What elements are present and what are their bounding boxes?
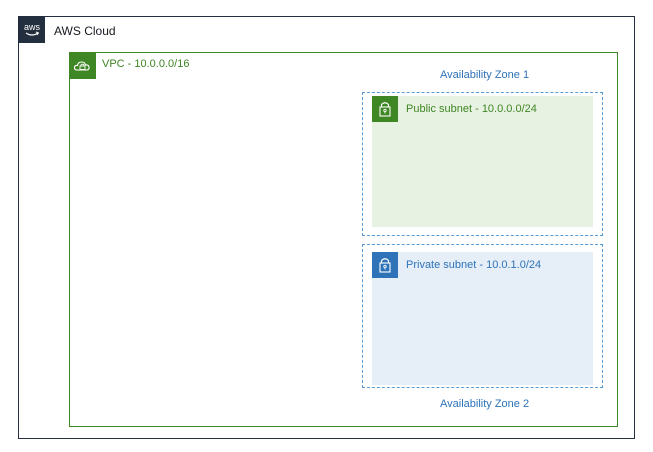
private-subnet: Private subnet - 10.0.1.0/24 (372, 252, 593, 385)
availability-zone-2-label: Availability Zone 2 (440, 398, 530, 410)
public-subnet-label: Public subnet - 10.0.0.0/24 (406, 103, 537, 115)
availability-zone-1-label: Availability Zone 1 (440, 69, 530, 81)
aws-logo-icon: aws (19, 17, 45, 43)
availability-zone-1 (362, 92, 603, 236)
vpc-label: VPC - 10.0.0.0/16 (102, 58, 190, 70)
private-subnet-label: Private subnet - 10.0.1.0/24 (406, 259, 542, 271)
lock-icon (372, 252, 398, 278)
vpc-group: VPC - 10.0.0.0/16 (69, 52, 618, 427)
availability-zone-2 (362, 244, 603, 388)
vpc-cloud-lock-icon (70, 53, 96, 79)
aws-cloud-group: aws AWS Cloud (18, 16, 635, 439)
public-subnet: Public subnet - 10.0.0.0/24 (372, 96, 593, 227)
svg-text:aws: aws (24, 22, 41, 32)
lock-icon (372, 96, 398, 122)
aws-cloud-label: AWS Cloud (54, 24, 116, 38)
